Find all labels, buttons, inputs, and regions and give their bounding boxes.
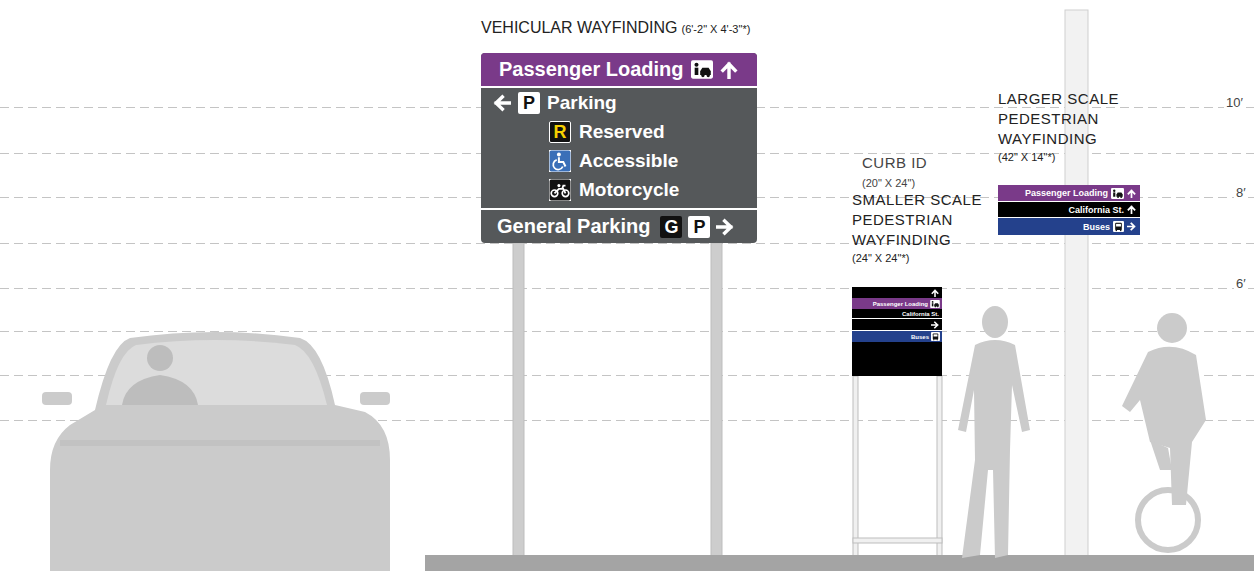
heading-text: VEHICULAR WAYFINDING [481, 19, 677, 37]
parking-icon: P [518, 92, 540, 114]
arrow-symbol [931, 321, 939, 329]
car-silhouette [42, 332, 390, 571]
purple-band: Passenger Loading [852, 298, 942, 309]
blue-band: Buses [852, 331, 942, 342]
motorcycle-icon [549, 179, 571, 201]
curb-id-label: CURB ID [862, 155, 927, 172]
passenger-loading-icon [1111, 188, 1124, 199]
dimension-text: (24" X 24"*) [852, 252, 992, 265]
ground [425, 555, 1254, 571]
cyclist-silhouette [1122, 313, 1206, 550]
band-text: Buses [911, 334, 929, 340]
row-text: Reserved [579, 121, 665, 143]
sign-post [513, 243, 524, 556]
arrow-symbol [720, 61, 738, 79]
icon-letter: R [554, 123, 567, 141]
arrow-symbol [716, 218, 734, 236]
blue-band: Buses [998, 218, 1140, 235]
general-icon: G [660, 216, 682, 238]
sign-row: Motorcycle [481, 175, 757, 204]
passenger-loading-icon [691, 60, 713, 79]
height-label: 10′ [1224, 96, 1245, 110]
passenger-loading-icon [930, 300, 940, 308]
large-pedestrian-sign: LARGER SCALE PEDESTRIAN WAYFINDING(42" X… [998, 185, 1140, 235]
pedestrian-silhouette [958, 306, 1030, 558]
row-text: Parking [547, 92, 617, 114]
dimension-text: (6'-2" X 4'-3"*) [681, 23, 750, 35]
sign-row: Accessible [481, 146, 757, 175]
general-parking-band: General Parking GP [481, 208, 757, 243]
sign-frame [853, 376, 942, 556]
sign-row: R Reserved [481, 117, 757, 146]
sign-row [852, 287, 942, 298]
row-text: Motorcycle [579, 179, 679, 201]
heading-text: LARGER SCALE PEDESTRIAN WAYFINDING [998, 89, 1138, 149]
height-label: 6′ [1234, 277, 1248, 291]
row-text: California St. [1068, 205, 1124, 215]
sign-heading: SMALLER SCALE PEDESTRIAN WAYFINDING (24" … [852, 190, 992, 265]
bus-icon [931, 332, 940, 341]
arrow-symbol [1127, 205, 1136, 214]
accessible-icon [549, 150, 571, 172]
icon-letter: P [523, 94, 535, 112]
sign-heading: LARGER SCALE PEDESTRIAN WAYFINDING (42" X… [998, 89, 1138, 164]
parking-icon: P [688, 216, 710, 238]
arrow-symbol [493, 94, 511, 112]
arrow-symbol [931, 289, 939, 297]
icon-letter: G [664, 218, 678, 236]
band-text: Passenger Loading [873, 301, 928, 307]
band-text: Passenger Loading [499, 58, 684, 81]
heading-text: SMALLER SCALE PEDESTRIAN WAYFINDING [852, 190, 992, 250]
height-label: 8′ [1234, 186, 1248, 200]
purple-band: Passenger Loading [998, 185, 1140, 202]
sign-row [852, 319, 942, 331]
dimension-text: (42" X 14"*) [998, 151, 1138, 164]
reserved-icon: R [549, 121, 571, 143]
band-text: General Parking [497, 215, 650, 238]
bus-icon [1113, 221, 1124, 232]
purple-band: Passenger Loading [481, 53, 757, 88]
row-text: Accessible [579, 150, 678, 172]
icon-letter: P [693, 218, 705, 236]
band-text: Passenger Loading [1025, 188, 1108, 198]
sign-heading: VEHICULAR WAYFINDING (6'-2" X 4'-3"*) [481, 19, 750, 37]
arrow-symbol [1127, 222, 1136, 231]
arrow-symbol [1127, 189, 1136, 198]
sign-row: California St. [852, 309, 942, 319]
sign-post [711, 243, 722, 556]
small-pedestrian-sign: SMALLER SCALE PEDESTRIAN WAYFINDING(24" … [852, 287, 942, 376]
sign-row: California St. [998, 202, 1140, 218]
vehicular-sign: VEHICULAR WAYFINDING(6'-2" X 4'-3"*)Pass… [481, 53, 757, 243]
band-text: Buses [1083, 222, 1110, 232]
row-text: California St. [902, 311, 939, 317]
sign-row: P Parking [481, 88, 757, 117]
dimension-label: (20" X 24") [862, 177, 915, 189]
